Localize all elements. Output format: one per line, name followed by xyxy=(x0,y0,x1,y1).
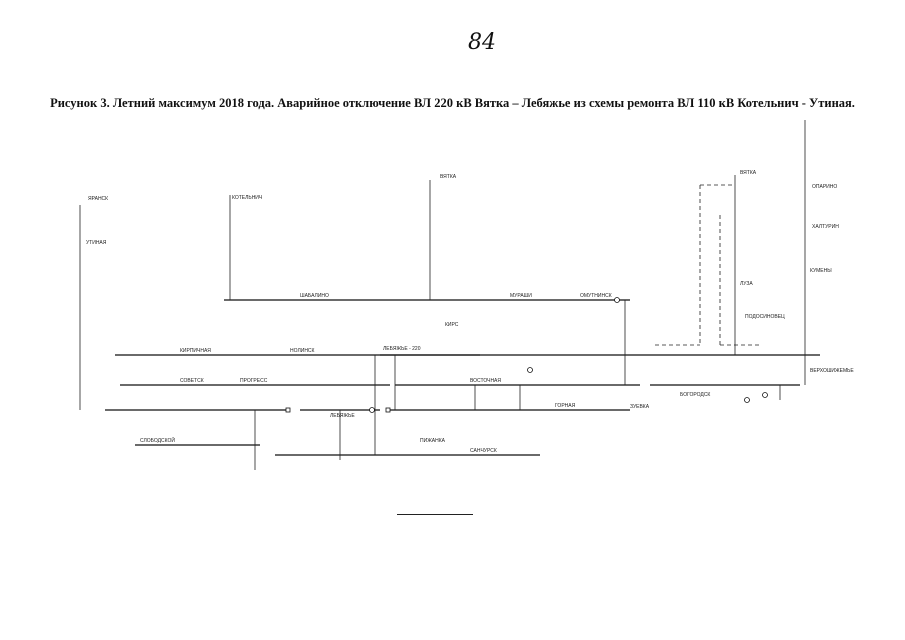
node-label: КИРС xyxy=(445,322,459,328)
switch-symbols xyxy=(285,297,768,413)
node-label: ОМУТНИНСК xyxy=(580,293,612,299)
node-label: ПОДОСИНОВЕЦ xyxy=(745,314,785,320)
figure-caption: Рисунок 3. Летний максимум 2018 года. Ав… xyxy=(50,96,855,110)
node-label: МУРАШИ xyxy=(510,293,532,299)
node-label: ВЯТКА xyxy=(740,170,757,176)
node-label: СЛОБОДСКОЙ xyxy=(140,436,175,444)
node-label: БОГОРОДСК xyxy=(680,392,710,398)
node-label: ВЯТКА xyxy=(440,174,457,180)
node-label: УТИНАЯ xyxy=(86,240,107,246)
node-label: ЗУЕВКА xyxy=(630,404,650,410)
node-label: ГОРНАЯ xyxy=(555,403,576,409)
node-label: САНЧУРСК xyxy=(470,448,497,454)
node-label: КОТЕЛЬНИЧ xyxy=(232,195,262,201)
node-label: ЛЕБЯЖЬЕ - 220 xyxy=(383,346,421,352)
node-label: КИРПИЧНАЯ xyxy=(180,348,211,354)
repair-lines-dashed xyxy=(655,184,760,346)
node-label: ШАБАЛИНО xyxy=(300,293,329,299)
node-label: КУМЕНЫ xyxy=(810,268,832,274)
node-label: СОВЕТСК xyxy=(180,378,204,384)
node-label: ВЕРХОШИЖЕМЬЕ xyxy=(810,368,854,374)
node-label: ЛУЗА xyxy=(740,281,753,287)
node-label: ОПАРИНО xyxy=(812,184,837,190)
feeder-lines xyxy=(79,120,806,470)
node-label: ЛЕБЯЖЬЕ xyxy=(330,413,355,419)
node-labels: КОТЕЛЬНИЧ ВЯТКА ВЯТКА ЯРАНСК УТИНАЯ ЛЕБЯ… xyxy=(86,170,854,454)
page-number: 84 xyxy=(468,30,496,55)
busbars xyxy=(105,299,820,456)
node-label: ХАЛТУРИН xyxy=(812,224,839,230)
node-label: ВОСТОЧНАЯ xyxy=(470,378,501,384)
node-label: НОЛИНСК xyxy=(290,348,315,354)
node-label: ПРОГРЕСС xyxy=(240,378,268,384)
node-label: ЯРАНСК xyxy=(88,196,108,202)
signature-line xyxy=(397,514,473,515)
node-label: ПИЖАНКА xyxy=(420,438,446,444)
